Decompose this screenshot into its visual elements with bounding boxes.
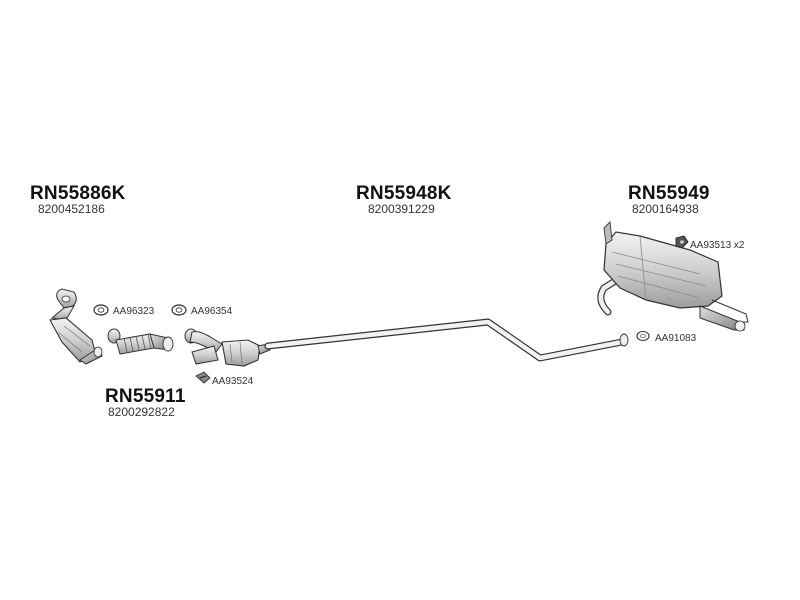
oem-number-rn55911: 8200292822: [108, 405, 175, 419]
part-code-rn55886k: RN55886K: [30, 183, 126, 204]
oem-number-rn55949: 8200164938: [632, 202, 699, 216]
accessory-label-aa96354: AA96354: [191, 306, 233, 317]
part-code-rn55911: RN55911: [105, 386, 186, 407]
front-pipe-with-catalyst: [184, 328, 271, 367]
gasket-icon: [636, 330, 650, 342]
part-code-rn55949: RN55949: [628, 183, 710, 204]
part-code-rn55948k: RN55948K: [356, 183, 452, 204]
accessory-label-aa96323: AA96323: [113, 306, 155, 317]
clamp-icon: [195, 371, 211, 384]
middle-pipe-rn55948k: [264, 318, 629, 362]
mounting-rubber-icon: [675, 235, 689, 249]
oem-number-rn55886k: 8200452186: [38, 202, 105, 216]
oem-number-rn55948k: 8200391229: [368, 202, 435, 216]
flex-pipe-rn55911: [107, 328, 174, 355]
gasket-icon: [171, 304, 187, 316]
gasket-icon: [93, 304, 109, 316]
accessory-label-aa93513: AA93513 x2: [690, 240, 745, 251]
catalytic-converter-rn55886k: [49, 288, 103, 365]
rear-silencer-rn55949: [597, 221, 749, 332]
accessory-label-aa91083: AA91083: [655, 333, 697, 344]
accessory-label-aa93524: AA93524: [212, 376, 254, 387]
